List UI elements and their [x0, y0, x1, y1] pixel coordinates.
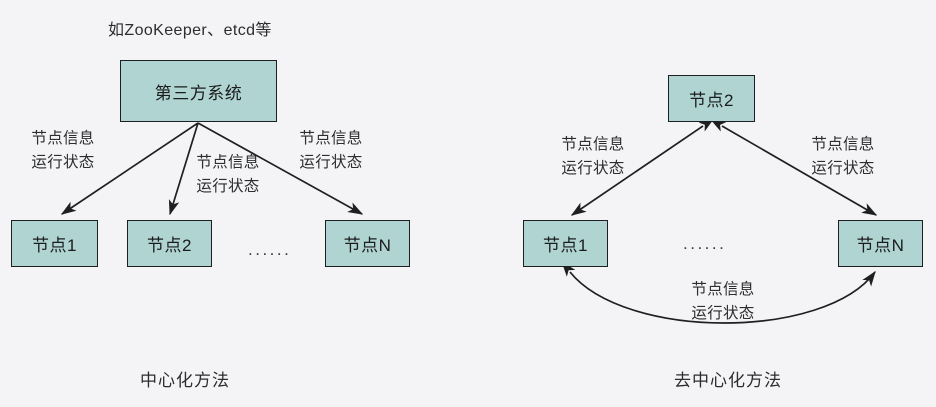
right-ellipsis: ...... — [683, 234, 727, 253]
right-node-n[interactable]: 节点N — [838, 220, 923, 267]
right-edge-label-2-line1: 节点信息 — [811, 136, 875, 153]
left-node-1[interactable]: 节点1 — [11, 220, 98, 267]
left-node-n[interactable]: 节点N — [325, 220, 410, 267]
right-node-2-top[interactable]: 节点2 — [668, 75, 755, 122]
right-edge-label-1-line2: 运行状态 — [561, 160, 625, 177]
left-edge-label-1-line1: 节点信息 — [31, 130, 95, 147]
right-node-1[interactable]: 节点1 — [523, 220, 608, 267]
left-edge-label-2-line1: 节点信息 — [196, 154, 260, 171]
left-headnote: 如ZooKeeper、etcd等 — [108, 22, 272, 39]
left-node-2[interactable]: 节点2 — [127, 220, 212, 267]
right-edge-label-2-line2: 运行状态 — [811, 160, 875, 177]
left-edge-label-1-line2: 运行状态 — [31, 154, 95, 171]
left-edge-label-3-line2: 运行状态 — [299, 154, 363, 171]
left-edge-label-3-line1: 节点信息 — [299, 130, 363, 147]
right-edge-label-1-line1: 节点信息 — [561, 136, 625, 153]
left-ellipsis: ...... — [248, 240, 292, 259]
right-edge-label-3-line2: 运行状态 — [691, 305, 755, 322]
right-edge-label-3-line1: 节点信息 — [691, 281, 755, 298]
left-edge-label-2-line2: 运行状态 — [196, 178, 260, 195]
left-caption: 中心化方法 — [140, 371, 230, 390]
right-caption: 去中心化方法 — [674, 371, 782, 390]
left-center-box[interactable]: 第三方系统 — [120, 60, 277, 122]
